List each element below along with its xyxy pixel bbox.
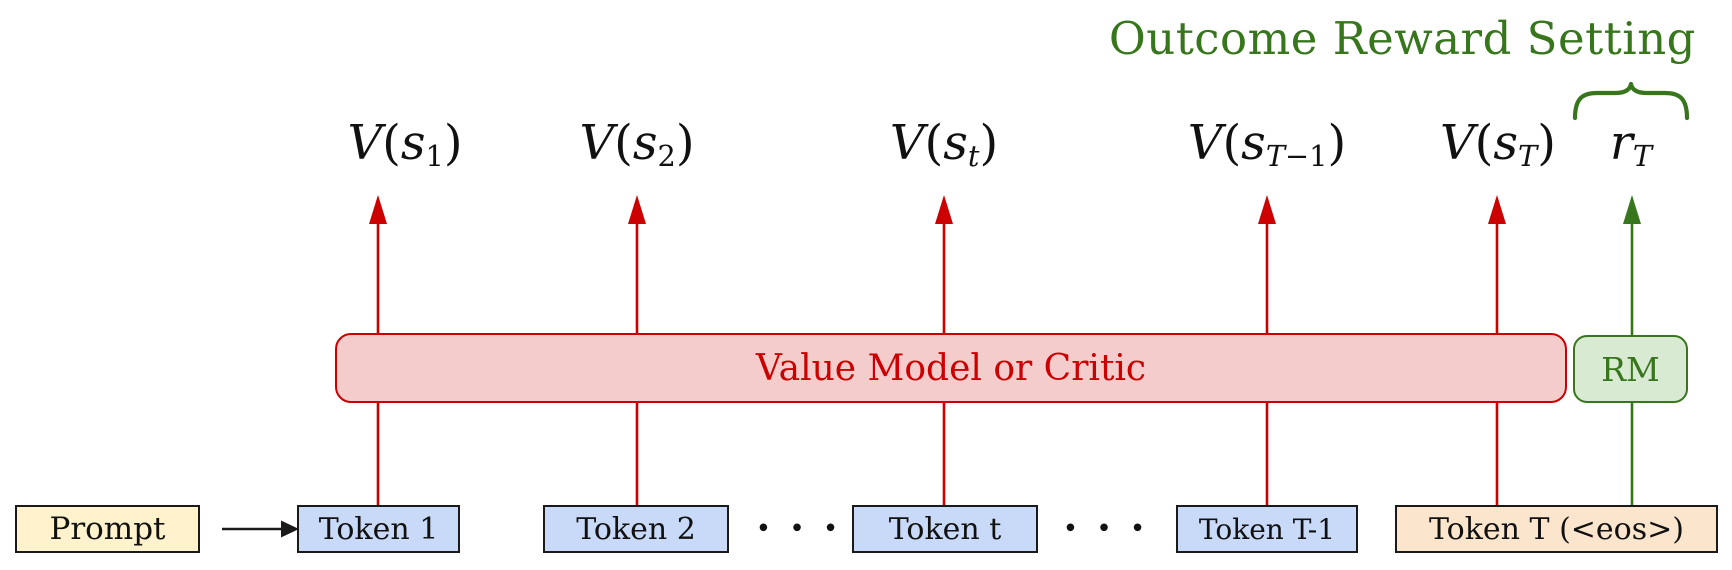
token-T-eos-box: Token T (<eos>)	[1395, 505, 1718, 553]
math-arg: s	[1493, 115, 1519, 171]
token-t-box: Token t	[852, 505, 1038, 553]
math-base: V	[579, 115, 615, 171]
math-base: V	[1187, 115, 1223, 171]
token-1-label: Token 1	[318, 511, 439, 547]
reward-label-rT: rT	[1609, 115, 1653, 174]
ellipsis-right: • • •	[1062, 514, 1146, 544]
math-arg: s	[1241, 115, 1266, 171]
math-subscript: 2	[657, 139, 676, 174]
token-T-1-box: Token T-1	[1176, 505, 1358, 553]
math-close-paren: )	[979, 115, 999, 171]
value-label-v-st: V(st)	[889, 115, 999, 174]
math-base: V	[889, 115, 925, 171]
token-2-label: Token 2	[576, 511, 696, 547]
math-subscript: 1	[425, 139, 444, 174]
value-label-v-s2: V(s2)	[579, 115, 695, 174]
math-base: r	[1609, 115, 1633, 171]
value-label-v-sT: V(sT)	[1440, 115, 1556, 174]
ellipsis-left: • • •	[755, 514, 839, 544]
token-1-box: Token 1	[297, 505, 460, 553]
value-label-v-s1: V(s1)	[347, 115, 463, 174]
math-close-paren: )	[443, 115, 463, 171]
over-brace	[1572, 81, 1690, 121]
token-2-box: Token 2	[543, 505, 729, 553]
math-arg: s	[943, 115, 968, 171]
math-close-paren: )	[675, 115, 695, 171]
math-subscript: T	[1518, 139, 1538, 174]
value-model-critic-box: Value Model or Critic	[335, 333, 1567, 403]
math-open-paren: (	[1474, 115, 1494, 171]
token-T-1-label: Token T-1	[1198, 512, 1336, 546]
math-base: V	[1440, 115, 1475, 171]
value-model-critic-label: Value Model or Critic	[755, 347, 1147, 389]
math-arg: s	[632, 115, 658, 171]
value-label-v-sT-1: V(sT−1)	[1187, 115, 1347, 174]
reward-model-label: RM	[1601, 349, 1660, 389]
math-close-paren: )	[1327, 115, 1347, 171]
math-close-paren: )	[1537, 115, 1556, 171]
reward-model-box: RM	[1573, 335, 1688, 403]
math-arg: s	[400, 115, 426, 171]
prompt-label: Prompt	[49, 511, 166, 547]
math-open-paren: (	[1222, 115, 1242, 171]
math-open-paren: (	[614, 115, 633, 171]
outcome-reward-setting-title: Outcome Reward Setting	[1108, 12, 1696, 65]
math-open-paren: (	[924, 115, 944, 171]
token-t-label: Token t	[888, 511, 1002, 547]
math-subscript: t	[967, 139, 980, 174]
token-T-eos-label: Token T (<eos>)	[1429, 511, 1684, 547]
math-open-paren: (	[382, 115, 401, 171]
prompt-to-token-arrow	[222, 520, 299, 538]
math-subscript: T	[1632, 139, 1653, 174]
prompt-box: Prompt	[15, 505, 200, 553]
math-base: V	[347, 115, 383, 171]
math-subscript: T−1	[1265, 139, 1328, 174]
